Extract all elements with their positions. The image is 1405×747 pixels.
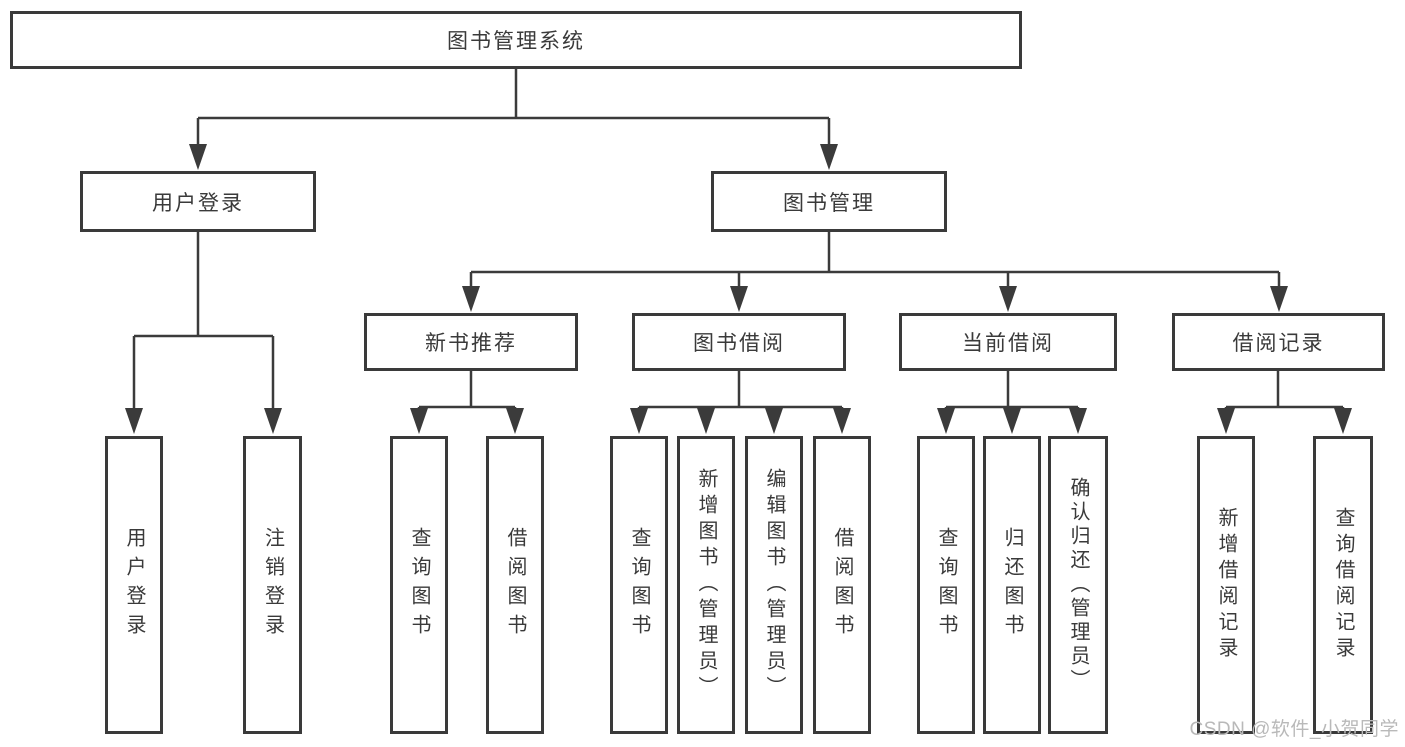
node-leaf-query-books-current-label: 查询图书: [935, 527, 957, 643]
node-leaf-borrow-books: 借阅图书: [813, 436, 871, 734]
node-leaf-return-book: 归还图书: [983, 436, 1041, 734]
node-borrow-records-label: 借阅记录: [1232, 332, 1325, 355]
node-leaf-query-books-current: 查询图书: [917, 436, 975, 734]
node-book-borrow: 图书借阅: [632, 313, 846, 371]
node-leaf-query-borrow-record-label: 查询借阅记录: [1332, 507, 1354, 663]
node-leaf-logout-label: 注销登录: [261, 527, 284, 643]
node-book-management-label: 图书管理: [783, 191, 875, 215]
node-leaf-logout: 注销登录: [243, 436, 302, 734]
node-book-management: 图书管理: [711, 171, 947, 232]
node-leaf-query-books-borrow: 查询图书: [610, 436, 668, 734]
node-leaf-query-books-borrow-label: 查询图书: [628, 527, 650, 643]
watermark: CSDN @软件_小贺同学: [1189, 719, 1399, 740]
node-leaf-add-book-admin: 新增图书（管理员）: [677, 436, 735, 734]
node-new-book-recommend: 新书推荐: [364, 313, 578, 371]
node-leaf-query-books-recommend: 查询图书: [390, 436, 448, 734]
node-book-borrow-label: 图书借阅: [693, 332, 785, 355]
node-leaf-user-login-label: 用户登录: [123, 527, 145, 643]
node-current-borrow: 当前借阅: [899, 313, 1117, 371]
node-leaf-add-borrow-record-label: 新增借阅记录: [1215, 507, 1237, 663]
node-leaf-edit-book-admin: 编辑图书（管理员）: [745, 436, 803, 734]
node-leaf-add-book-admin-label: 新增图书（管理员）: [695, 468, 717, 702]
node-new-book-recommend-label: 新书推荐: [425, 332, 517, 355]
node-leaf-confirm-return-admin-label: 确认归还（管理员）: [1067, 477, 1089, 693]
node-leaf-query-borrow-record: 查询借阅记录: [1313, 436, 1373, 734]
node-current-borrow-label: 当前借阅: [962, 332, 1054, 355]
node-leaf-return-book-label: 归还图书: [1001, 527, 1023, 643]
node-borrow-records: 借阅记录: [1172, 313, 1385, 371]
node-user-login-label: 用户登录: [152, 191, 244, 215]
node-root-system-label: 图书管理系统: [447, 30, 585, 53]
node-leaf-user-login: 用户登录: [105, 436, 163, 734]
node-leaf-borrow-books-recommend-label: 借阅图书: [504, 527, 526, 643]
node-leaf-edit-book-admin-label: 编辑图书（管理员）: [763, 468, 785, 702]
node-root-system: 图书管理系统: [10, 11, 1022, 69]
node-user-login: 用户登录: [80, 171, 316, 232]
node-leaf-query-books-recommend-label: 查询图书: [408, 527, 430, 643]
node-leaf-confirm-return-admin: 确认归还（管理员）: [1048, 436, 1108, 734]
node-leaf-borrow-books-recommend: 借阅图书: [486, 436, 544, 734]
node-leaf-borrow-books-label: 借阅图书: [831, 527, 853, 643]
node-leaf-add-borrow-record: 新增借阅记录: [1197, 436, 1255, 734]
